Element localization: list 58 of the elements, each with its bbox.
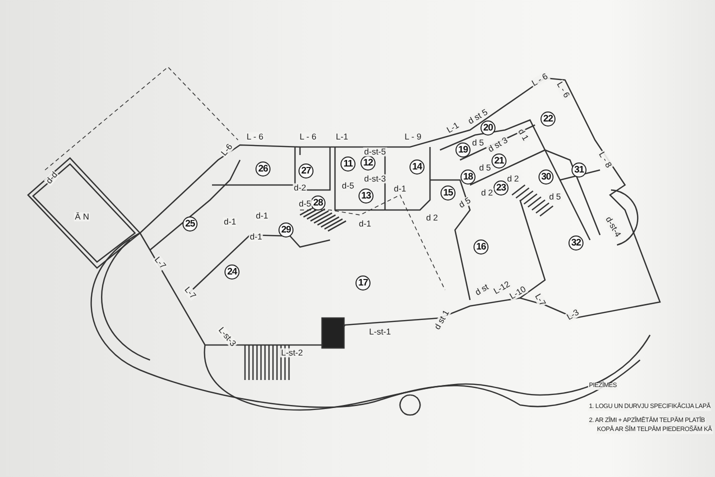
plan-label: d-d xyxy=(44,170,60,186)
room-number: 29 xyxy=(278,222,294,238)
plan-label: d-1 xyxy=(222,217,238,227)
plan-label: d 5 xyxy=(471,138,485,148)
room-number: 11 xyxy=(340,156,356,172)
plan-label: d-5 xyxy=(298,199,312,209)
plan-label: d-st-5 xyxy=(363,147,387,157)
room-number: 13 xyxy=(358,188,374,204)
room-number: 15 xyxy=(440,186,456,200)
plan-label: L-3 xyxy=(564,307,582,323)
plan-label: d-5 xyxy=(340,181,356,191)
plan-label: d 5 xyxy=(548,192,562,202)
room-number: 18 xyxy=(460,170,476,184)
plan-label: L-1 xyxy=(444,120,462,136)
plan-label: d 2 xyxy=(425,213,439,223)
room-number: 16 xyxy=(474,240,488,254)
room-number: 17 xyxy=(356,276,370,290)
room-number: 23 xyxy=(494,180,508,196)
plan-label: d st xyxy=(472,282,492,298)
plan-label: L - 9 xyxy=(404,132,422,142)
room-number: 22 xyxy=(540,112,556,126)
plan-label: d 2 xyxy=(506,174,520,184)
plan-label: L-1 xyxy=(334,132,350,142)
plan-label: L - 6 xyxy=(246,132,264,142)
plan-label: L - 6 xyxy=(530,71,550,89)
plan-label: L - 6 xyxy=(298,132,318,142)
room-number: 20 xyxy=(480,120,496,136)
room-number: 19 xyxy=(456,142,470,158)
plan-label: d-1 xyxy=(254,211,270,221)
plan-label: d st 1 xyxy=(432,308,452,332)
room-number: 24 xyxy=(224,264,240,280)
plan-label: L-st-1 xyxy=(368,327,392,337)
plan-label: L-6 xyxy=(218,142,236,158)
plan-label: d-2 xyxy=(292,183,308,193)
plan-label: Ā N xyxy=(74,212,90,222)
plan-label: L - 8 xyxy=(596,150,614,170)
plan-label: d 5 xyxy=(478,163,492,173)
plan-label: d-1 xyxy=(358,219,372,229)
room-number: 25 xyxy=(182,216,198,232)
room-number: 30 xyxy=(538,170,554,184)
plan-label: d-1 xyxy=(248,232,264,242)
room-number: 28 xyxy=(310,196,326,210)
plan-label: L-7 xyxy=(152,254,168,272)
room-number: 32 xyxy=(568,236,584,250)
plan-label: L-st-2 xyxy=(280,348,304,358)
plan-label: d-st-3 xyxy=(363,174,387,184)
room-number: 12 xyxy=(360,156,376,170)
plan-label: L-7 xyxy=(182,284,198,302)
room-number: 26 xyxy=(256,162,270,176)
room-number: 31 xyxy=(572,162,586,178)
plan-label: d-1 xyxy=(392,184,408,194)
room-number: 14 xyxy=(410,160,424,174)
room-number: 21 xyxy=(492,154,506,168)
plan-label: d 2 xyxy=(480,188,494,198)
plan-label: d 1 xyxy=(516,126,530,144)
plan-label: L - 6 xyxy=(554,80,572,100)
plan-label: d 5 xyxy=(456,196,474,210)
room-number: 27 xyxy=(298,164,314,178)
